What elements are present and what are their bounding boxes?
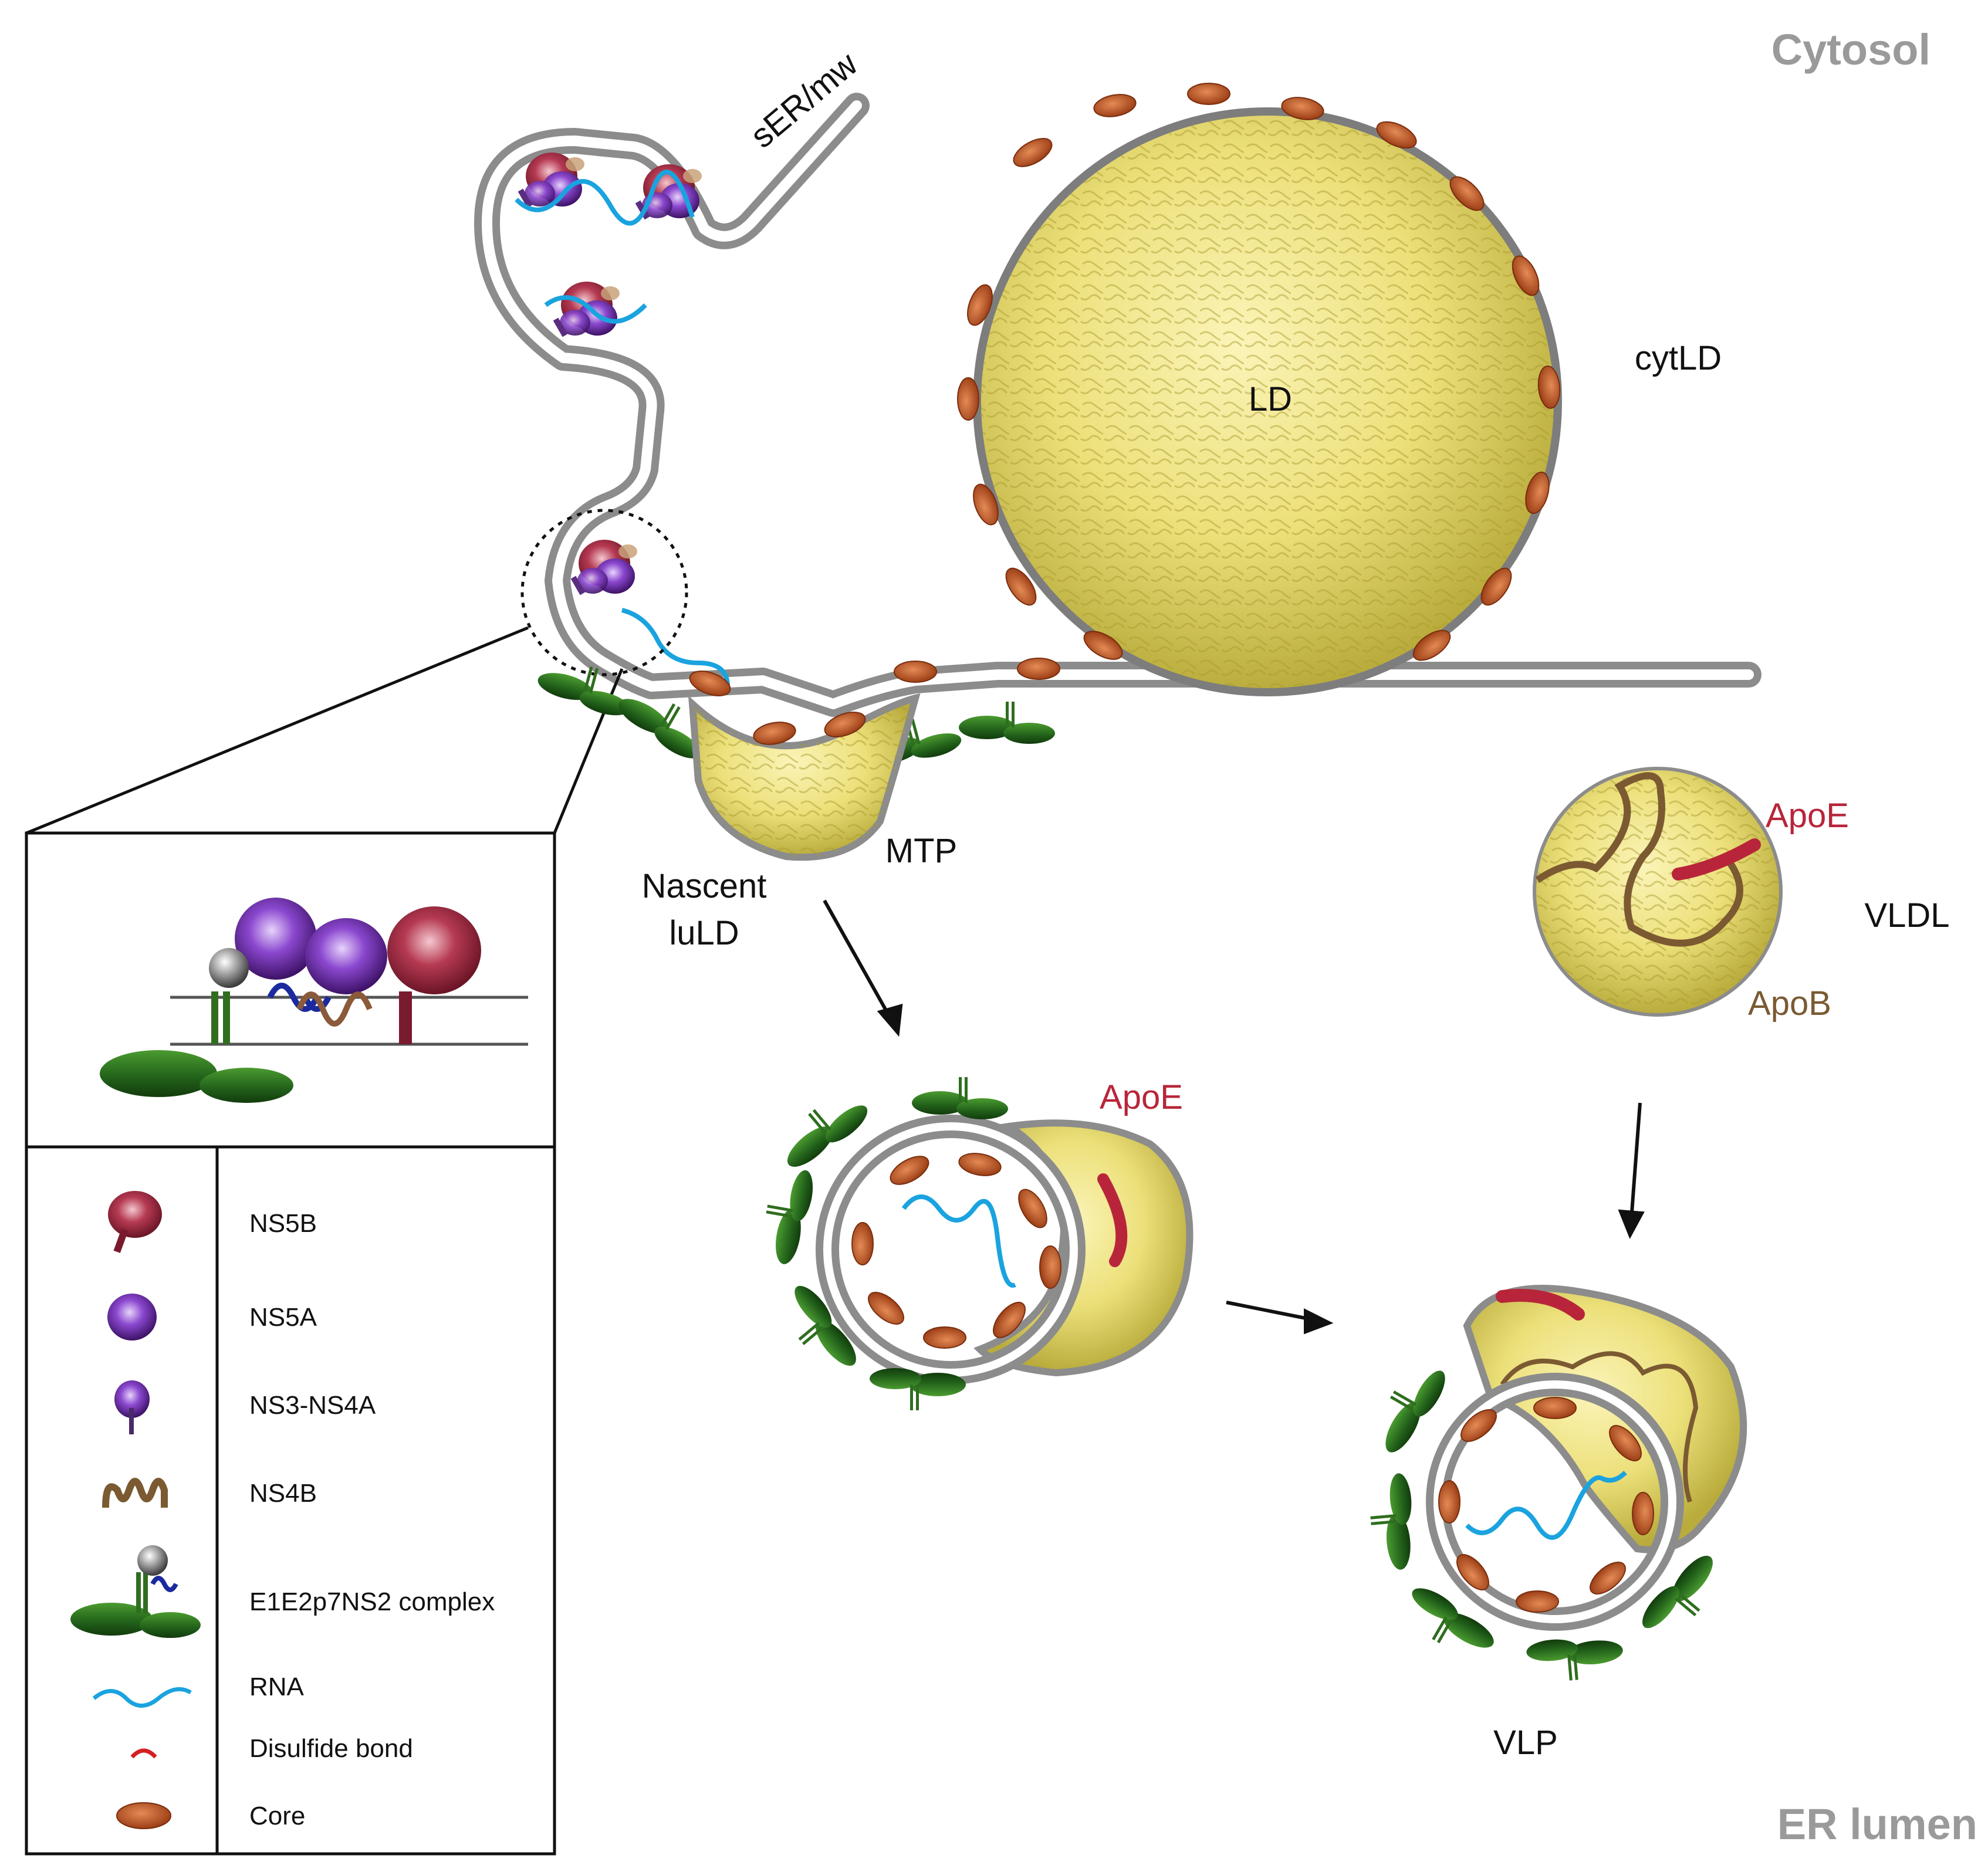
apoe-label-vldl: ApoE: [1766, 797, 1849, 835]
apoe-strand-vldl: [1672, 838, 1761, 881]
legend-label-ns5b: NS5B: [249, 1209, 317, 1238]
rna-icon: [92, 1687, 192, 1708]
legend-label-ns5a: NS5A: [249, 1303, 317, 1332]
apoe-label-bud: ApoE: [1100, 1078, 1183, 1116]
vlp-rna: [1465, 1471, 1627, 1540]
replication-complex-3: [553, 282, 620, 337]
bud-rna: [901, 1194, 1016, 1288]
cytosol-label: Cytosol: [1771, 25, 1930, 74]
apoe-strand-vlp: [1496, 1289, 1585, 1321]
vlp-label: VLP: [1493, 1724, 1558, 1762]
ns5b-icon: [108, 1191, 162, 1253]
zoom-line-left: [26, 626, 529, 835]
legend-label-ns4b: NS4B: [249, 1479, 317, 1508]
zoom-circle: [520, 509, 688, 676]
core-icon: [116, 1802, 171, 1829]
er-lumen-label: ER lumen: [1777, 1800, 1977, 1849]
ld-label: LD: [1249, 380, 1292, 418]
replication-complex-4: [570, 540, 637, 595]
legend-label-ns3-ns4a: NS3-NS4A: [249, 1391, 376, 1420]
legend-panel: NS5B NS5A NS3-NS4A NS4B E1E2p7NS2 comple…: [25, 831, 556, 1856]
inset-membrane-detail: [100, 898, 528, 1103]
nascent-label-line2: luLD: [669, 914, 739, 952]
legend-label-rna: RNA: [249, 1673, 305, 1701]
legend-label-core: Core: [249, 1802, 305, 1830]
vldl-label: VLDL: [1864, 896, 1949, 935]
e1e2p7ns2-complex-icon: [70, 1545, 201, 1638]
replication-rna: [515, 170, 730, 687]
ns3-ns4a-icon: [114, 1380, 150, 1434]
vlp-particle: [1366, 1285, 1747, 1684]
nascent-label-line1: Nascent: [642, 867, 767, 905]
cytld-label: cytLD: [1635, 339, 1722, 377]
vldl-particle: [1533, 767, 1783, 1017]
legend-label-e1e2p7ns2: E1E2p7NS2 complex: [249, 1587, 495, 1616]
arrow-bud-to-vlp: [1226, 1301, 1315, 1322]
apob-strand: [1535, 772, 1743, 947]
cytosolic-lipid-droplet: [973, 107, 1562, 696]
disulfide-bond-icon: [130, 1748, 157, 1759]
mtp-label: MTP: [885, 832, 957, 870]
apob-label: ApoB: [1748, 984, 1831, 1023]
nascent-luld-texture: [692, 698, 915, 858]
ns4b-icon: [102, 1478, 168, 1508]
budding-particle: [758, 1077, 1194, 1410]
ns5a-icon: [107, 1294, 157, 1340]
arrows: [823, 899, 1645, 1335]
apoe-strand-bud: [1097, 1173, 1128, 1267]
arrow-nascent-to-bud: [823, 899, 894, 1022]
legend-label-disulfide: Disulfide bond: [249, 1734, 413, 1763]
arrow-vldl-to-vlp: [1629, 1102, 1642, 1221]
